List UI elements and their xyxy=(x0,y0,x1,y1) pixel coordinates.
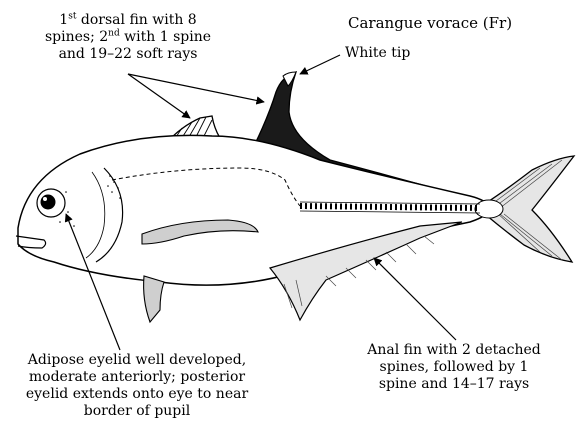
arrow-to-white-tip xyxy=(300,55,340,74)
eye xyxy=(37,189,65,217)
caudal-keel xyxy=(475,200,503,218)
arrow-to-anal-fin xyxy=(374,258,456,340)
pelvic-fin xyxy=(144,276,164,322)
